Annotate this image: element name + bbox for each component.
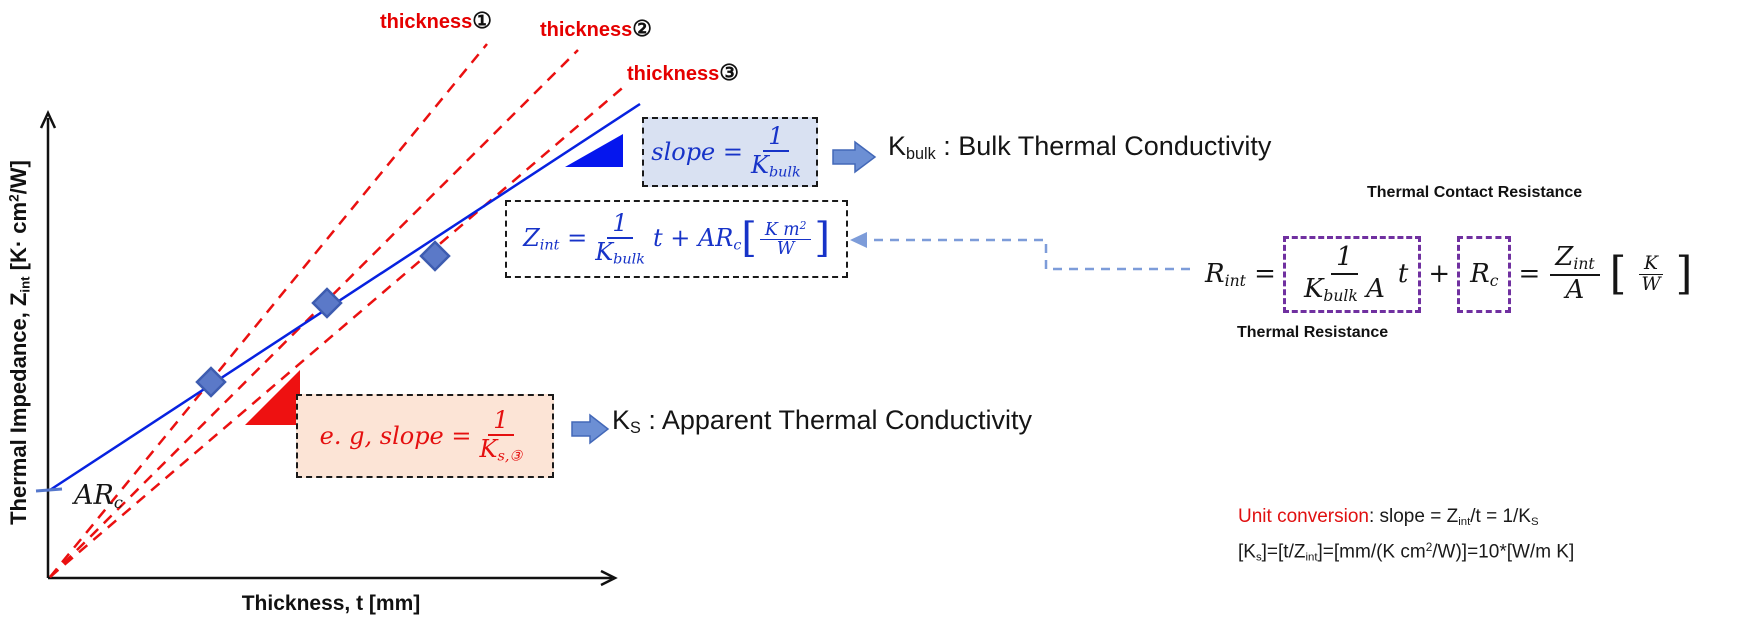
zint-lhs: Zint = xyxy=(523,224,588,254)
unit-conversion-line1: Unit conversion: slope = Zint/t = 1/KS xyxy=(1238,504,1574,535)
red-slope-triangle xyxy=(245,370,300,425)
thickness1-label: thickness① xyxy=(380,8,492,34)
contact-resistance-box: Rc xyxy=(1457,236,1512,313)
red-dashed-line-thickness3 xyxy=(49,83,628,578)
zint-formula-box: Zint = 1 Kbulk t + ARc [ K m2 W ] xyxy=(505,200,848,278)
data-point-2 xyxy=(311,287,343,319)
eg-numerator: 1 xyxy=(488,406,514,437)
rint-denominator: Kbulk A xyxy=(1303,273,1385,305)
zint-denominator: Kbulk xyxy=(595,238,645,268)
unit-conversion-line1-rest: : slope = Zint/t = 1/KS xyxy=(1368,506,1539,528)
intercept-tick xyxy=(35,487,63,493)
thickness3-label: thickness③ xyxy=(627,60,739,86)
rint-plus: + xyxy=(1428,259,1451,290)
zint-unit-numerator: K m2 xyxy=(759,220,812,240)
rc-term: Rc xyxy=(1470,258,1499,290)
rint-formula: Rint = 1 Kbulk A t + Rc = Zint A [ K W ] xyxy=(1205,236,1692,313)
rint-open-bracket: [ xyxy=(1609,247,1627,301)
zint-unit-denominator: W xyxy=(776,238,795,259)
blue-fit-line xyxy=(49,102,641,492)
rint-unit-denominator: W xyxy=(1641,273,1661,295)
x-axis-arrow-icon xyxy=(600,569,618,587)
zint-open-bracket: [ xyxy=(741,214,757,263)
blue-slope-triangle xyxy=(565,134,623,167)
rint-lhs: Rint = xyxy=(1205,258,1276,290)
zint-mid: t + ARc xyxy=(652,224,742,254)
y-axis-arrow-icon xyxy=(39,110,57,129)
slope-numerator: 1 xyxy=(763,122,789,153)
thickness2-label: thickness② xyxy=(540,16,652,42)
rint-unit-numerator: K xyxy=(1638,254,1663,275)
unit-conversion-heading: Unit conversion xyxy=(1238,506,1369,527)
slope-lhs: slope = xyxy=(651,138,743,166)
ks-caption: KS : Apparent Thermal Conductivity xyxy=(612,405,1033,438)
rint-equals2: = xyxy=(1518,259,1541,290)
thickness2-number: ② xyxy=(632,16,652,41)
eg-fraction: 1 Ks,③ xyxy=(475,406,528,466)
rint-rhs-fraction: Zint A xyxy=(1550,242,1600,306)
y-axis-label: Thermal Impedance, Zint [K· cm2/W] xyxy=(6,160,33,525)
eg-lhs: e. g, slope = xyxy=(319,422,472,450)
thermal-contact-resistance-label: Thermal Contact Resistance xyxy=(1367,184,1583,201)
x-axis-label: Thickness, t [mm] xyxy=(241,592,421,615)
thickness1-text: thickness xyxy=(380,11,473,33)
rint-rhs-numerator: Zint xyxy=(1550,242,1600,276)
unit-conversion-line2: [Ks]=[t/Zint]=[mm/(K cm2/W)]=10*[W/m K] xyxy=(1238,540,1575,564)
rint-close-bracket: ] xyxy=(1675,247,1693,301)
zint-fraction: 1 Kbulk xyxy=(590,209,650,269)
zint-close-bracket: ] xyxy=(814,214,830,263)
red-dashed-line-thickness2 xyxy=(49,49,579,578)
connector-arrowhead-icon xyxy=(850,232,867,248)
unit-conversion-note: Unit conversion: slope = Zint/t = 1/KS [… xyxy=(1238,504,1574,570)
thickness3-text: thickness xyxy=(627,63,720,85)
slope-fraction: 1 Kbulk xyxy=(746,122,806,182)
thickness1-number: ① xyxy=(472,8,492,33)
eg-denominator: Ks,③ xyxy=(479,435,523,465)
connector-dashed-line xyxy=(858,238,1197,271)
rint-numerator: 1 xyxy=(1331,242,1358,275)
slope-formula-box: slope = 1 Kbulk xyxy=(642,117,818,187)
rint-rhs-denominator: A xyxy=(1565,274,1585,305)
eg-slope-formula-box: e. g, slope = 1 Ks,③ xyxy=(296,394,554,478)
data-point-3 xyxy=(419,240,451,272)
apparent-block-arrow-icon xyxy=(571,413,610,445)
rint-unit-fraction: K W xyxy=(1636,254,1665,294)
thermal-resistance-box: 1 Kbulk A t xyxy=(1282,236,1422,313)
thickness2-text: thickness xyxy=(540,19,633,41)
thickness3-number: ③ xyxy=(719,60,739,85)
thermal-resistance-label: Thermal Resistance xyxy=(1237,324,1389,341)
bulk-block-arrow-icon xyxy=(832,140,877,174)
data-point-1 xyxy=(195,366,227,398)
zint-numerator: 1 xyxy=(607,209,633,240)
red-dashed-line-thickness1 xyxy=(49,43,488,578)
intercept-label: ARc xyxy=(74,480,123,513)
rint-fraction: 1 Kbulk A xyxy=(1299,242,1390,306)
rint-t-term: t xyxy=(1397,259,1409,290)
zint-unit-fraction: K m2 W xyxy=(759,220,812,259)
kbulk-caption: Kbulk : Bulk Thermal Conductivity xyxy=(888,131,1272,164)
slope-denominator: Kbulk xyxy=(751,151,801,181)
